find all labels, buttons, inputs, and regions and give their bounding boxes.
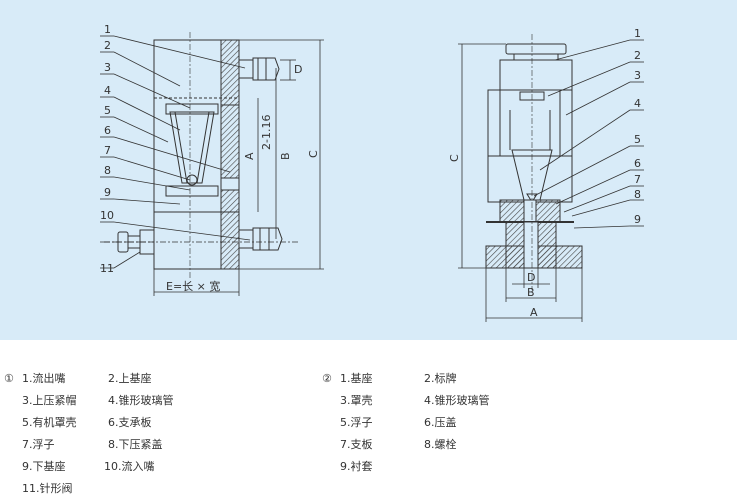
legend-marker-1: ① [4,372,14,385]
right-callout: 2 [634,49,641,62]
legend-item: 4.锥形玻璃管 [424,394,490,407]
left-callout: 3 [104,61,111,74]
legend-item: 4.锥形玻璃管 [108,394,174,407]
left-dimension-lines [153,39,324,296]
outlet-nozzle [238,57,280,81]
legend-item: 11.针形阀 [22,482,73,495]
left-callout: 11 [100,262,114,275]
left-dimension-labels: D 2-1.16 A B C E=长 × 宽 [166,63,320,293]
legend-item: 2.标牌 [424,372,457,385]
left-callout: 6 [104,124,111,137]
dim-E-label: E=长 × 宽 [166,279,220,293]
legend-item: 9.下基座 [22,460,66,473]
dim-C-label: C [307,150,320,158]
left-callout-labels: 1 2 3 4 5 6 7 8 9 10 11 [100,23,114,275]
dim-D-label-right: D [527,271,535,284]
right-callout: 1 [634,27,641,40]
legend-item: 3.罩壳 [340,394,373,407]
left-hatched-wall [220,39,240,270]
left-callout: 5 [104,104,111,117]
left-leader-lines [100,35,251,269]
left-callout: 8 [104,164,111,177]
dim-C-label-right: C [448,154,461,162]
legend-item: 1.基座 [340,372,373,385]
lower-cap [165,185,219,197]
legend-item: 5.浮子 [340,416,373,429]
legend-item: 10.流入嘴 [104,460,155,473]
dim-thread-label: 2-1.16 [260,115,273,150]
dim-A-label-right: A [530,306,538,319]
legend-item: 6.压盖 [424,416,457,429]
left-callout: 9 [104,186,111,199]
left-callout: 1 [104,23,111,36]
right-callout: 5 [634,133,641,146]
upper-cap [165,103,219,115]
right-leader-lines [533,39,644,229]
legend-marker-2: ② [322,372,332,385]
legend-item: 3.上压紧帽 [22,394,77,407]
right-callout-labels: 1 2 3 4 5 6 7 8 9 [634,27,641,226]
right-head [499,59,573,91]
right-callout: 4 [634,97,641,110]
float [186,174,198,186]
right-callout: 3 [634,69,641,82]
left-callout: 7 [104,144,111,157]
legend-item: 9.衬套 [340,460,373,473]
legend-item: 8.螺栓 [424,438,457,451]
right-callout: 7 [634,173,641,186]
right-dimension-lines [458,43,583,322]
legend-item: 7.浮子 [22,438,55,451]
legend-item: 1.流出嘴 [22,372,66,385]
left-callout: 10 [100,209,114,222]
top-knob [505,43,567,55]
right-callout: 6 [634,157,641,170]
left-callout: 4 [104,84,111,97]
technical-drawing: 1 2 3 4 5 6 7 8 9 10 11 D 2-1.16 A B C E… [100,23,644,322]
legend-item: 7.支板 [340,438,373,451]
right-callout: 8 [634,188,641,201]
dim-A-label: A [243,152,256,160]
inlet-nozzle [238,227,283,251]
dim-D-label: D [294,63,302,76]
left-flowmeter-drawing [100,32,324,296]
legend-item: 8.下压紧盖 [108,438,163,451]
dim-B-label-right: B [527,286,535,299]
taper-glass-tube [169,111,215,184]
left-callout: 2 [104,39,111,52]
diagram-panel: 1 2 3 4 5 6 7 8 9 10 11 D 2-1.16 A B C E… [0,0,737,340]
right-flowmeter-drawing [458,34,644,322]
right-callout: 9 [634,213,641,226]
legend-item: 5.有机罩壳 [22,416,77,429]
dim-B-label: B [279,152,292,160]
legend-item: 6.支承板 [108,416,152,429]
right-dimension-labels: C D B A [448,154,538,319]
legend-item: 2.上基座 [108,372,152,385]
